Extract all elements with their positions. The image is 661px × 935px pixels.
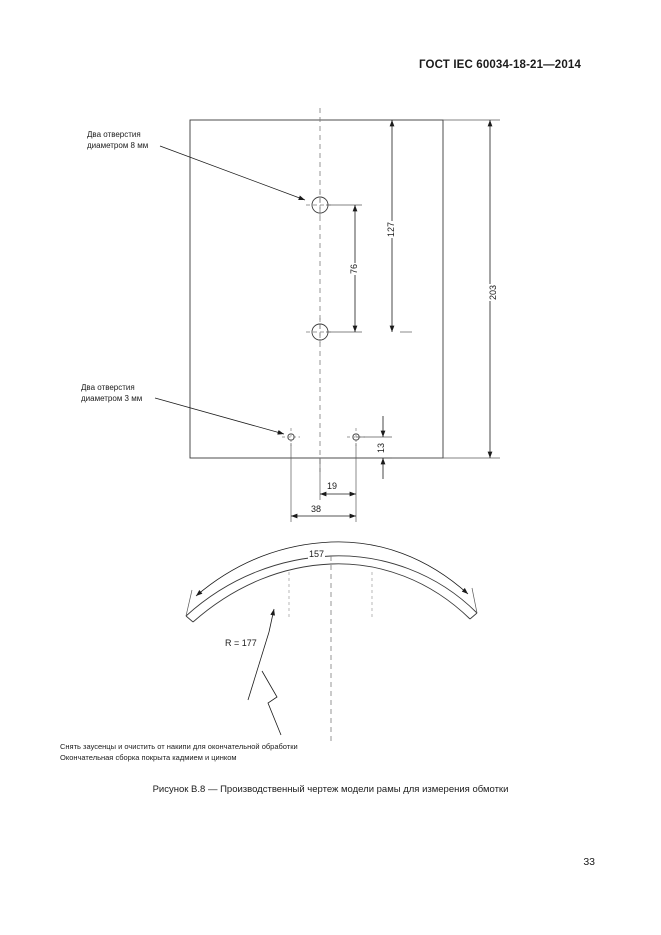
drawing-notes: Снять заусенцы и очистить от накипи для … <box>60 742 298 763</box>
callout-3mm-holes: Два отверстия диаметром 3 мм <box>81 383 142 404</box>
figure-caption: Рисунок В.8 — Производственный чертеж мо… <box>152 784 509 795</box>
dimension-label-203: 203 <box>488 283 498 301</box>
dimension-19 <box>319 443 357 500</box>
leader-line-radius <box>247 608 282 736</box>
drawing-note-1: Снять заусенцы и очистить от накипи для … <box>60 742 298 751</box>
dimension-13 <box>356 416 443 479</box>
callout-3mm-holes-line1: Два отверстия <box>81 383 135 392</box>
drawing-note-2: Окончательная сборка покрыта кадмием и ц… <box>60 752 237 762</box>
dimension-label-38: 38 <box>310 504 323 514</box>
dimension-label-76: 76 <box>349 262 359 275</box>
callout-3mm-holes-line2: диаметром 3 мм <box>81 393 143 403</box>
callout-8mm-holes: Два отверстия диаметром 8 мм <box>87 130 148 151</box>
dimension-157 <box>185 541 478 617</box>
document-header-standard-number: ГОСТ IEC 60034-18-21—2014 <box>419 59 581 71</box>
leader-line-3mm-holes <box>154 397 285 435</box>
dimension-label-19: 19 <box>326 481 339 491</box>
callout-8mm-holes-line1: Два отверстия <box>87 130 141 139</box>
page-number: 33 <box>583 856 595 868</box>
dimension-label-radius: R = 177 <box>224 638 258 648</box>
dimension-label-157: 157 <box>308 549 326 559</box>
dimension-label-13: 13 <box>376 441 386 454</box>
dimension-38 <box>290 443 357 522</box>
plate-outline <box>189 119 444 459</box>
curved-bar-profile <box>185 555 478 623</box>
leader-line-8mm-holes <box>159 145 306 201</box>
hole-3mm-left <box>282 428 300 446</box>
callout-8mm-holes-line2: диаметром 8 мм <box>87 140 149 150</box>
dimension-label-127: 127 <box>386 220 396 238</box>
